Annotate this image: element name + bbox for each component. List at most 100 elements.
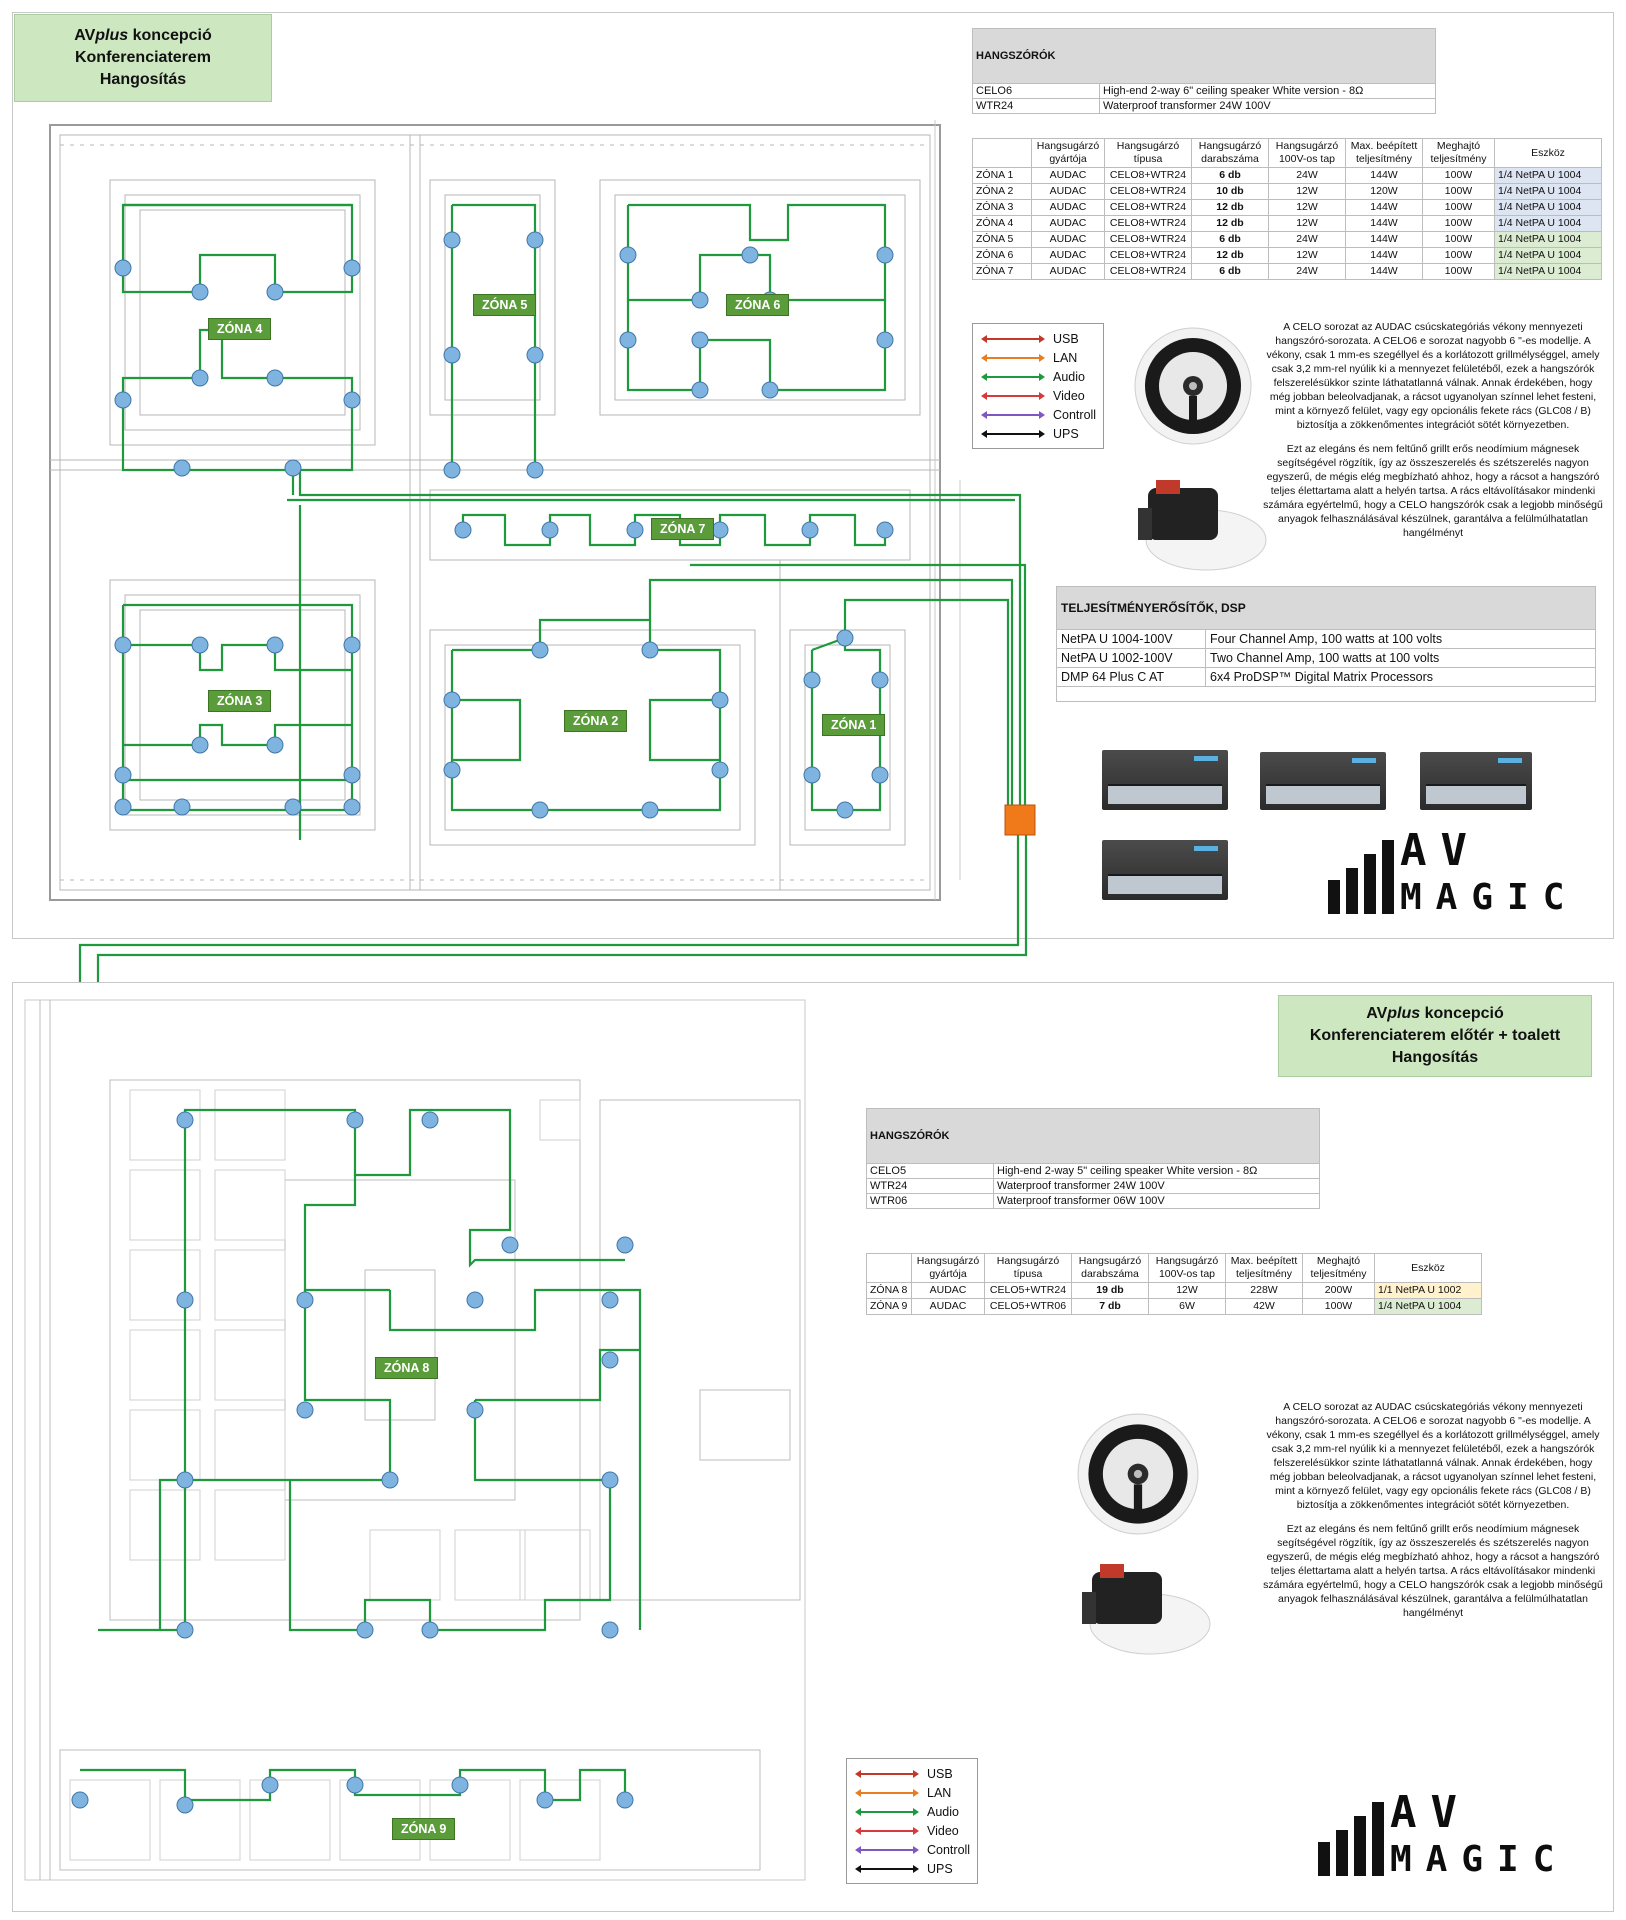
table-cell: CELO5+WTR06 [984,1298,1072,1315]
legend-item: UPS [973,425,1103,443]
table-cell: 6W [1148,1298,1226,1315]
upper-description-p2: Ezt az elegáns és nem feltűnő grillt erő… [1263,443,1603,539]
lower-title-box: AVplus koncepció Konferenciaterem előtér… [1278,995,1592,1077]
legend-line-icon [981,335,1045,343]
legend-label: Video [927,1824,959,1838]
legend-line-icon [855,1827,919,1835]
celo-speaker-image-front [1134,327,1252,445]
table-cell: CELO8+WTR24 [1104,183,1192,200]
legend-label: LAN [927,1786,952,1800]
table-cell: 200W [1302,1282,1375,1299]
table-cell: AUDAC [1031,263,1105,280]
legend-item: Audio [973,368,1103,386]
dsp-image [1102,840,1228,900]
av-magic-logo-upper [1328,840,1394,914]
legend-line-icon [981,392,1045,400]
upper-zone-table: Hangsugárzó gyártója Hangsugárzó típusa … [972,138,1602,280]
table-cell: 100W [1422,199,1495,216]
zone-label-6: ZÓNA 6 [726,294,790,316]
upper-description: A CELO sorozat az AUDAC csúcskategóriás … [1262,320,1604,550]
table-cell: ZÓNA 9 [866,1298,912,1315]
celo-speaker-image-front-lower [1077,1413,1199,1535]
table-cell: 1/4 NetPA U 1004 [1494,167,1602,184]
amplifier-image-2 [1260,752,1386,810]
legend-item: Controll [847,1841,977,1859]
table-cell: 1/4 NetPA U 1004 [1494,199,1602,216]
table-cell: 228W [1225,1282,1303,1299]
lower-title-line2: Konferenciaterem előtér + toalett [1309,1027,1561,1044]
lower-description: A CELO sorozat az AUDAC csúcskategóriás … [1262,1400,1604,1630]
legend-line-icon [855,1770,919,1778]
zone-label-1: ZÓNA 1 [822,714,886,736]
legend-label: UPS [1053,427,1079,441]
table-cell: 24W [1268,263,1346,280]
table-cell: 100W [1422,215,1495,232]
zone-label-3: ZÓNA 3 [208,690,272,712]
legend-label: Audio [927,1805,959,1819]
upper-title-line3: Hangosítás [99,71,187,88]
table-cell: 19 db [1071,1282,1149,1299]
upper-title-line1: AVplus koncepció [74,27,212,44]
table-cell: 1/1 NetPA U 1002 [1374,1282,1482,1299]
table-cell: 1/4 NetPA U 1004 [1494,231,1602,248]
legend-label: UPS [927,1862,953,1876]
table-cell: 42W [1225,1298,1303,1315]
table-cell: 1/4 NetPA U 1004 [1494,263,1602,280]
legend-item: Audio [847,1803,977,1821]
legend-item: UPS [847,1860,977,1878]
legend-line-icon [981,354,1045,362]
av-magic-logo-lower [1318,1802,1384,1876]
legend-item: LAN [973,349,1103,367]
table-cell: 100W [1302,1298,1375,1315]
lower-zone-table: Hangsugárzó gyártója Hangsugárzó típusa … [866,1253,1482,1315]
legend-item: Video [847,1822,977,1840]
zone-label-7: ZÓNA 7 [651,518,715,540]
logo-text-line2: MAGIC [1400,877,1579,918]
table-cell: 1/4 NetPA U 1004 [1494,215,1602,232]
zone-label-8: ZÓNA 8 [375,1357,439,1379]
legend-label: Video [1053,389,1085,403]
table-cell: 7 db [1071,1298,1149,1315]
lower-title-line1: AVplus koncepció [1366,1005,1504,1022]
upper-description-p1: A CELO sorozat az AUDAC csúcskategóriás … [1266,321,1600,431]
lower-panel [12,982,1614,1912]
table-cell: ZÓNA 3 [972,199,1032,216]
legend-label: Controll [1053,408,1097,422]
upper-title-box: AVplus koncepció Konferenciaterem Hangos… [14,14,272,102]
logo-text-line1: AV [1400,825,1481,876]
table-cell: 6 db [1191,263,1269,280]
table-cell: ZÓNA 8 [866,1282,912,1299]
table-cell: ZÓNA 7 [972,263,1032,280]
legend-line-icon [981,411,1045,419]
zone-label-5: ZÓNA 5 [473,294,537,316]
table-cell: AUDAC [1031,199,1105,216]
table-cell: 1/4 NetPA U 1004 [1374,1298,1482,1315]
table-cell: 100W [1422,263,1495,280]
zone-label-4: ZÓNA 4 [208,318,272,340]
legend-item: USB [973,330,1103,348]
zone-table-header: Hangsugárzó gyártója Hangsugárzó típusa … [866,1253,1482,1283]
lower-description-p2: Ezt az elegáns és nem feltűnő grillt erő… [1263,1523,1603,1619]
legend-label: LAN [1053,351,1078,365]
lower-speakers-header: HANGSZÓRÓK [866,1108,1320,1164]
zone-label-2: ZÓNA 2 [564,710,628,732]
table-cell: CELO8+WTR24 [1104,231,1192,248]
logo-text-line2-lower: MAGIC [1390,1839,1569,1880]
legend-line-icon [855,1865,919,1873]
logo-text-line1-lower: AV [1390,1787,1471,1838]
legend-line-icon [981,373,1045,381]
table-cell: CELO5+WTR24 [984,1282,1072,1299]
amp-table: TELJESÍTMÉNYERŐSÍTŐK, DSP NetPA U 1004-1… [1056,586,1596,702]
upper-floor-plan [49,120,1036,901]
